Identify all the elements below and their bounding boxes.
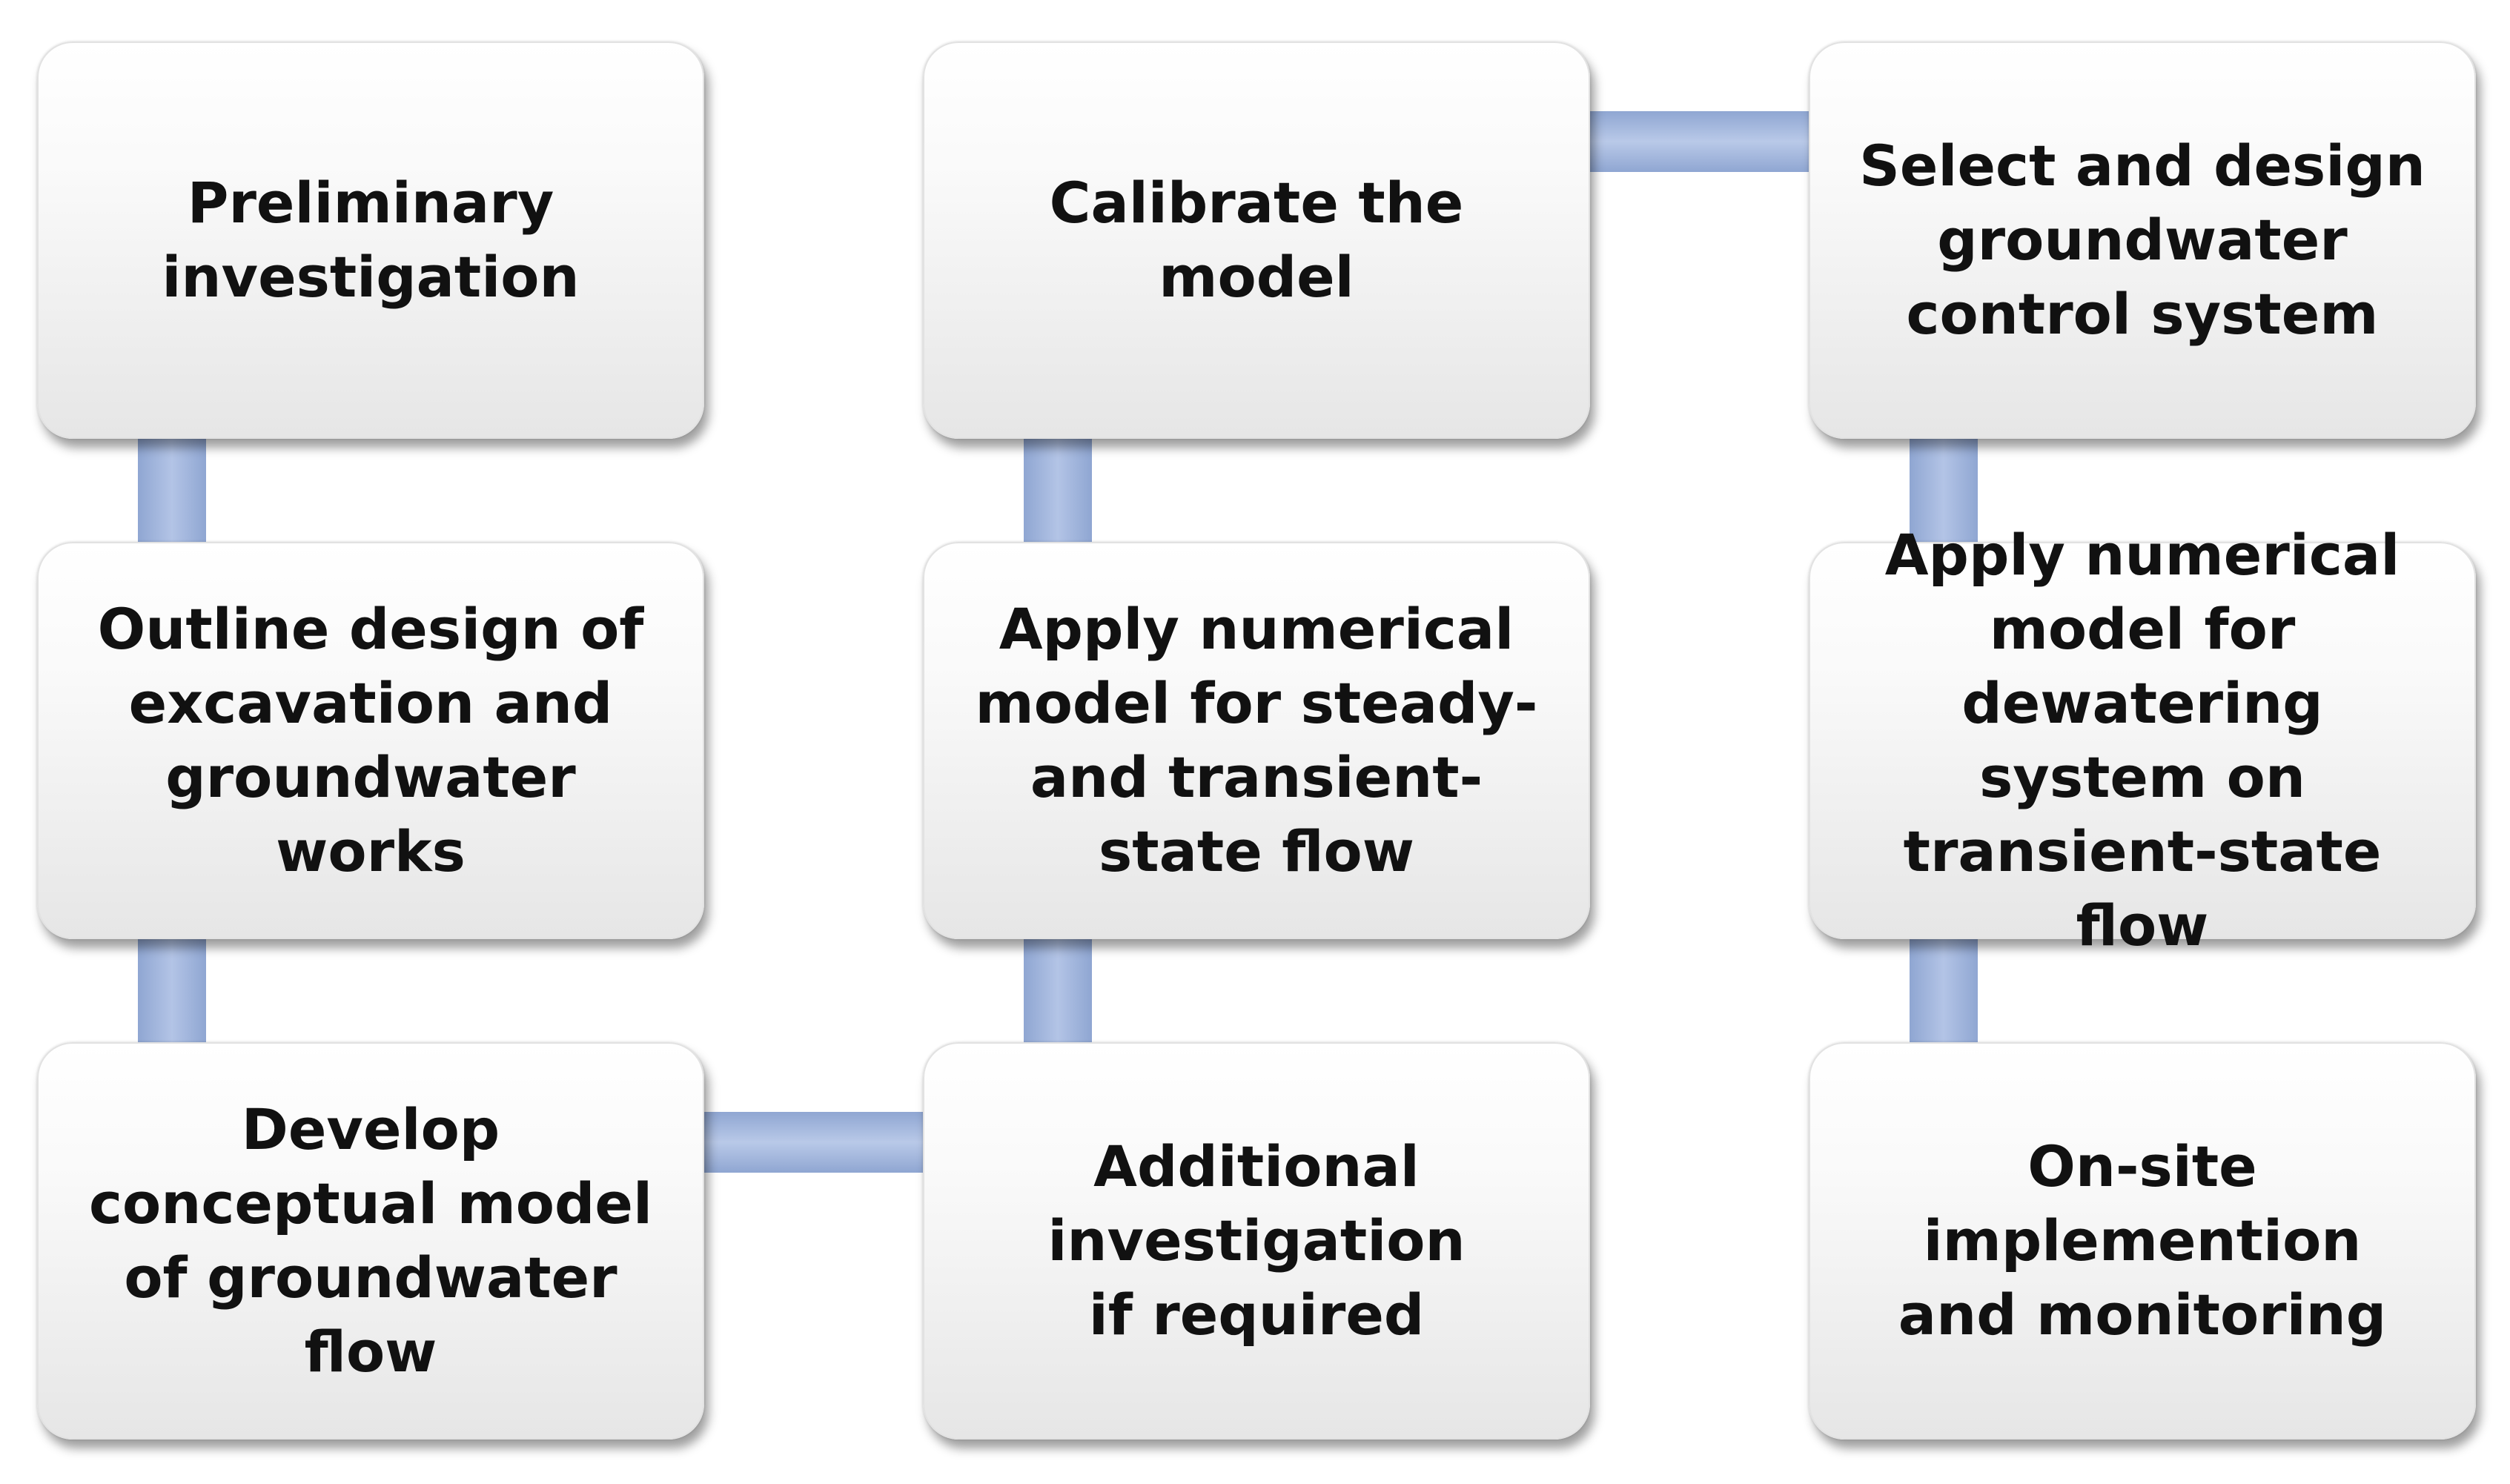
node-label: Apply numerical model for dewatering sys… (1884, 522, 2400, 958)
node-label: On-site implemention and monitoring (1898, 1133, 2387, 1348)
node-develop-conceptual-model: Develop conceptual model of groundwater … (37, 1042, 704, 1440)
node-calibrate-model: Calibrate the model (923, 42, 1590, 439)
node-label: Outline design of excavation and groundw… (97, 596, 644, 884)
node-outline-design: Outline design of excavation and groundw… (37, 542, 704, 939)
node-label: Select and design groundwater control sy… (1859, 133, 2425, 347)
node-apply-numerical-model-steady: Apply numerical model for steady- and tr… (923, 542, 1590, 939)
connector-preliminary-outline (138, 439, 206, 542)
node-additional-investigation: Additional investigation if required (923, 1042, 1590, 1440)
connector-select-design-apply-dewatering (1910, 439, 1978, 542)
connector-apply-dewatering-onsite (1910, 939, 1978, 1042)
node-label: Apply numerical model for steady- and tr… (975, 596, 1538, 884)
connector-apply-steady-calibrate (1024, 439, 1092, 542)
connector-additional-apply-steady (1024, 939, 1092, 1042)
node-preliminary-investigation: Preliminary investigation (37, 42, 704, 439)
node-label: Calibrate the model (1049, 170, 1464, 310)
connector-calibrate-select-design (1590, 111, 1809, 172)
node-apply-numerical-model-dewatering: Apply numerical model for dewatering sys… (1809, 522, 2476, 958)
node-label: Develop conceptual model of groundwater … (89, 1096, 652, 1385)
connector-outline-conceptual (138, 939, 206, 1042)
node-label: Additional investigation if required (1047, 1133, 1466, 1348)
connector-conceptual-additional (704, 1112, 923, 1173)
node-onsite-implementation: On-site implemention and monitoring (1809, 1042, 2476, 1440)
node-label: Preliminary investigation (162, 170, 580, 310)
node-select-design-control-system: Select and design groundwater control sy… (1809, 42, 2476, 439)
